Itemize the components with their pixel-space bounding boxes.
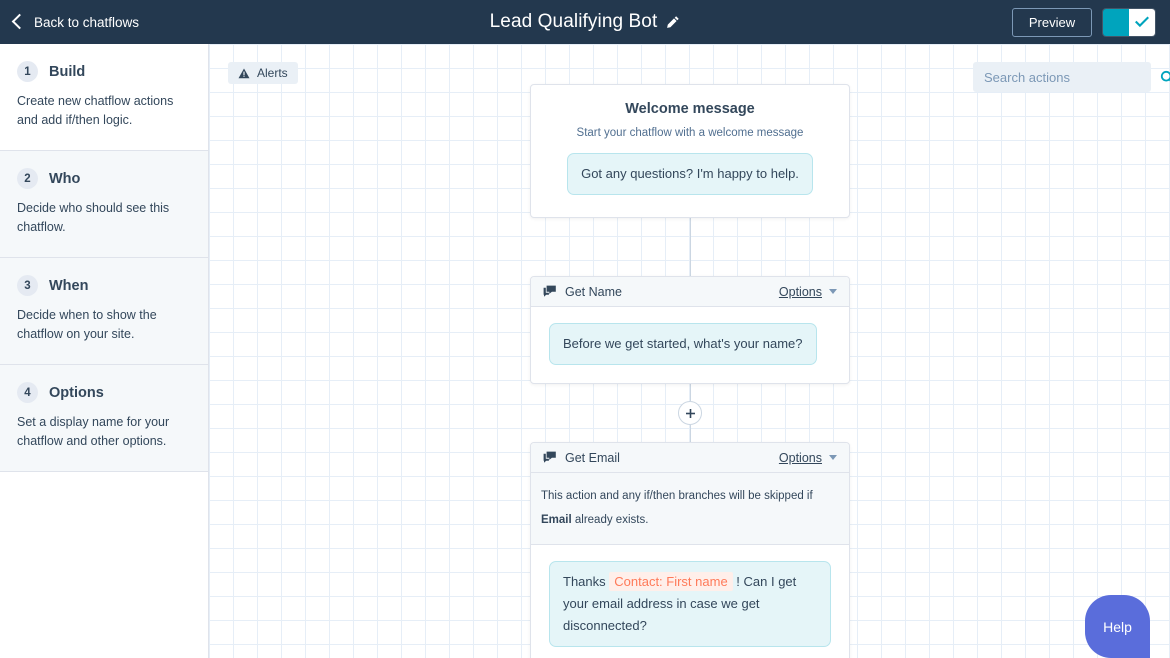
get-name-message-bubble[interactable]: Before we get started, what's your name?	[549, 323, 817, 365]
skip-notice: This action and any if/then branches wil…	[531, 473, 849, 545]
step-title: Build	[49, 63, 86, 80]
warning-triangle-icon	[238, 68, 250, 78]
step-description: Decide when to show the chatflow on your…	[17, 308, 157, 341]
chatflow-node-list: Welcome message Start your chatflow with…	[530, 84, 850, 658]
connector-line	[689, 425, 691, 442]
step-title: When	[49, 277, 89, 294]
get-email-message-bubble[interactable]: Thanks Contact: First name ! Can I get y…	[549, 561, 831, 647]
add-action-button[interactable]	[678, 401, 702, 425]
search-icon	[1160, 70, 1170, 81]
welcome-message-bubble[interactable]: Got any questions? I'm happy to help.	[567, 153, 813, 195]
chevron-down-icon	[829, 455, 837, 460]
alerts-button[interactable]: Alerts	[228, 62, 298, 84]
sidebar-step-build[interactable]: 1 Build Create new chatflow actions and …	[0, 44, 208, 151]
toggle-track	[1103, 8, 1129, 36]
help-button[interactable]: Help	[1085, 595, 1150, 658]
chatflow-enabled-toggle[interactable]	[1103, 8, 1155, 36]
plus-icon	[685, 408, 695, 418]
step-description: Decide who should see this chatflow.	[17, 201, 170, 234]
check-icon	[1135, 16, 1149, 28]
get-name-options-dropdown[interactable]: Options	[779, 285, 837, 299]
bubble-text-prefix: Thanks	[563, 574, 610, 589]
welcome-subtitle: Start your chatflow with a welcome messa…	[576, 127, 804, 139]
steps-sidebar: 1 Build Create new chatflow actions and …	[0, 44, 209, 658]
welcome-title: Welcome message	[625, 101, 755, 117]
step-number-badge: 3	[17, 275, 38, 296]
step-description: Set a display name for your chatflow and…	[17, 415, 170, 448]
sidebar-step-options[interactable]: 4 Options Set a display name for your ch…	[0, 365, 208, 472]
chevron-left-icon	[11, 13, 28, 30]
chat-bubble-icon	[543, 285, 556, 297]
node-title-group: Get Name	[543, 285, 779, 299]
top-bar: Back to chatflows Lead Qualifying Bot Pr…	[0, 0, 1170, 44]
personalization-token[interactable]: Contact: First name	[609, 572, 733, 591]
preview-button[interactable]: Preview	[1012, 7, 1092, 37]
get-name-card-header: Get Name Options	[531, 277, 849, 307]
back-to-chatflows-link[interactable]: Back to chatflows	[11, 13, 140, 30]
topbar-actions: Preview	[1012, 0, 1155, 44]
step-title: Who	[49, 170, 81, 187]
chatflow-canvas[interactable]: Alerts Welcome message Start your chatfl…	[209, 44, 1170, 658]
step-header: 2 Who	[17, 168, 191, 189]
chat-bubble-icon	[543, 451, 556, 463]
bubble-text-suffix: ! Can I get your email address in case w…	[563, 574, 797, 633]
skip-notice-suffix: already exists.	[571, 514, 649, 526]
node-title: Get Name	[565, 284, 622, 299]
connector-line	[689, 384, 691, 401]
sidebar-step-when[interactable]: 3 When Decide when to show the chatflow …	[0, 258, 208, 365]
connector-line	[689, 218, 691, 276]
step-number-badge: 1	[17, 61, 38, 82]
options-label: Options	[778, 284, 822, 299]
alerts-label: Alerts	[257, 66, 288, 80]
search-actions-box[interactable]	[973, 62, 1170, 92]
search-input[interactable]	[984, 69, 1160, 85]
page-title: Lead Qualifying Bot	[489, 11, 658, 32]
step-header: 3 When	[17, 275, 191, 296]
sidebar-step-who[interactable]: 2 Who Decide who should see this chatflo…	[0, 151, 208, 258]
step-description: Create new chatflow actions and add if/t…	[17, 94, 174, 127]
flow-title-group: Lead Qualifying Bot	[0, 0, 1170, 44]
skip-notice-prefix: This action and any if/then branches wil…	[541, 490, 813, 502]
get-name-card-body: Before we get started, what's your name?	[531, 307, 849, 383]
step-title: Options	[49, 384, 104, 401]
step-header: 4 Options	[17, 382, 191, 403]
welcome-message-card[interactable]: Welcome message Start your chatflow with…	[530, 84, 850, 218]
get-email-card-header: Get Email Options	[531, 443, 849, 473]
step-number-badge: 2	[17, 168, 38, 189]
step-header: 1 Build	[17, 61, 191, 82]
node-title-group: Get Email	[543, 451, 779, 465]
node-title: Get Email	[565, 450, 620, 465]
get-email-options-dropdown[interactable]: Options	[779, 451, 837, 465]
step-number-badge: 4	[17, 382, 38, 403]
options-label: Options	[778, 450, 822, 465]
back-link-label: Back to chatflows	[34, 14, 140, 30]
get-email-card[interactable]: Get Email Options This action and any if…	[530, 442, 850, 658]
get-name-card[interactable]: Get Name Options Before we get started, …	[530, 276, 850, 384]
skip-notice-property: Email	[541, 514, 572, 526]
toggle-knob	[1129, 8, 1155, 36]
get-email-card-body: Thanks Contact: First name ! Can I get y…	[531, 545, 849, 658]
pencil-icon[interactable]	[666, 15, 680, 29]
chevron-down-icon	[829, 289, 837, 294]
